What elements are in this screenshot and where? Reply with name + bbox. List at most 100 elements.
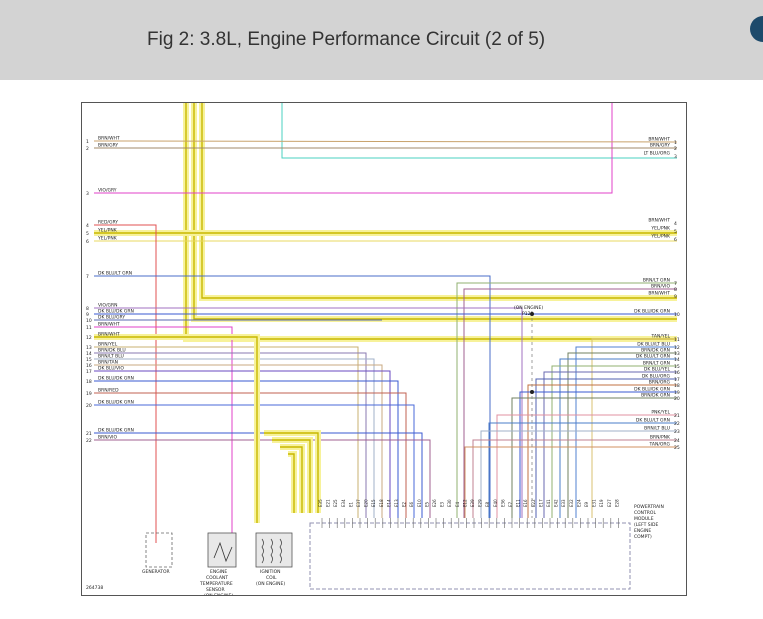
right-wire-label-7: BRN/LT GRN xyxy=(643,278,670,284)
left-wire-num-5: 5 xyxy=(86,231,89,237)
left-wire-num-20: 20 xyxy=(86,403,92,409)
pcm-pin-E11: E11 xyxy=(516,499,521,507)
wire-left-18 xyxy=(94,380,399,518)
right-wire-label-21: PNK/YEL xyxy=(651,410,670,416)
connector-id: P129 xyxy=(522,311,533,317)
pcm-box xyxy=(309,522,631,590)
wire-right-17 xyxy=(535,378,677,518)
left-wire-label-14: BRN/DK BLU xyxy=(98,348,126,354)
pcm-pin-E42: E42 xyxy=(554,499,559,507)
wire-right-16 xyxy=(543,371,677,518)
pcm-pin-E26: E26 xyxy=(432,499,437,507)
pcm-label-1: POWERTRAIN xyxy=(634,504,664,510)
wire-coil-a xyxy=(264,432,319,513)
generator-box xyxy=(145,532,173,568)
right-wire-num-1: 1 xyxy=(674,140,677,146)
wire-brn-lt-grn xyxy=(456,282,677,518)
pcm-pin-E15: E15 xyxy=(371,499,376,507)
right-wire-label-16: DK BLU/YEL xyxy=(644,367,671,373)
coil-winding-1 xyxy=(270,538,273,564)
left-wire-label-15: BRN/LT BLU xyxy=(98,354,124,360)
wire-bus-1-glow xyxy=(183,103,677,342)
wire-vio-gry xyxy=(94,103,613,194)
wire-coil-d-glow xyxy=(288,451,297,513)
right-wire-label-25: TAN/ORG xyxy=(648,442,670,448)
left-wire-num-15: 15 xyxy=(86,357,92,363)
pcm-pin-E13: E13 xyxy=(394,499,399,507)
right-wire-label-5: YEL/PNK xyxy=(650,226,671,232)
right-wire-num-6: 6 xyxy=(674,237,677,243)
left-wire-label-7: DK BLU/LT GRN xyxy=(98,271,132,277)
pcm-label-5: ENGINE xyxy=(634,528,651,534)
right-wire-num-3: 3 xyxy=(674,154,677,160)
wire-right-20 xyxy=(511,397,677,518)
left-wire-num-21: 21 xyxy=(86,431,92,437)
wire-bus-2-glow xyxy=(191,103,677,322)
wire-coil-d xyxy=(288,453,295,513)
right-wire-label-18: BRN/ORG xyxy=(649,380,671,386)
right-wire-num-25: 25 xyxy=(674,445,680,451)
ect-label-3: TEMPERATURE xyxy=(199,581,233,587)
right-wire-num-21: 21 xyxy=(674,413,680,419)
pcm-pin-E22: E22 xyxy=(531,499,536,507)
wire-right-11 xyxy=(591,338,677,518)
pcm-pin-E3: E3 xyxy=(440,501,445,507)
pcm-pin-E2: E2 xyxy=(402,501,407,507)
wire-dk-blu-lt-grn xyxy=(94,275,491,518)
left-wire-label-10: DK BLU/GRY xyxy=(98,315,125,321)
wire-left-17 xyxy=(94,370,391,518)
right-wire-num-5: 5 xyxy=(674,229,677,235)
right-wire-num-15: 15 xyxy=(674,364,680,370)
right-wire-label-12: DK BLU/LT BLU xyxy=(637,342,670,348)
left-wire-label-9: DK BLU/DK GRN xyxy=(98,309,134,315)
left-wire-num-12: 12 xyxy=(86,335,92,341)
left-wire-num-9: 9 xyxy=(86,312,89,318)
right-wire-num-4: 4 xyxy=(674,221,677,227)
left-wire-num-11: 11 xyxy=(86,325,92,331)
left-wire-label-18: DK BLU/DK GRN xyxy=(98,376,134,382)
wire-left-20 xyxy=(94,404,415,518)
right-wire-num-2: 2 xyxy=(674,146,677,152)
corner-circle-icon xyxy=(750,16,763,42)
ect-label-1: ENGINE xyxy=(210,569,227,575)
pcm-pin-E35: E35 xyxy=(318,499,323,507)
pcm-pin-E10: E10 xyxy=(417,499,422,507)
right-wire-label-9: BRN/WHT xyxy=(648,291,670,297)
pcm-pin-E31: E31 xyxy=(592,499,597,507)
coil-label-2: COIL xyxy=(266,575,277,581)
left-wire-label-17: DK BLU/VIO xyxy=(98,366,124,372)
right-wire-num-11: 11 xyxy=(674,337,680,343)
left-wire-num-6: 6 xyxy=(86,239,89,245)
wire-right-23 xyxy=(480,430,677,518)
right-wire-label-15: BRN/LT GRN xyxy=(643,361,670,367)
junction-dot-2 xyxy=(530,390,534,394)
wire-left-22 xyxy=(94,439,431,518)
left-wire-num-14: 14 xyxy=(86,351,92,357)
wire-left-14 xyxy=(94,352,367,518)
pcm-label-6: COMPT) xyxy=(634,534,652,540)
pcm-label-2: CONTROL xyxy=(634,510,656,516)
left-wire-num-19: 19 xyxy=(86,391,92,397)
pcm-pin-E37: E37 xyxy=(356,499,361,507)
pcm-pin-E4: E4 xyxy=(455,501,460,507)
left-wire-num-16: 16 xyxy=(86,363,92,369)
left-wire-num-4: 4 xyxy=(86,223,89,229)
pcm-pin-E17: E17 xyxy=(538,499,543,507)
pcm-pin-E18: E18 xyxy=(379,499,384,507)
pcm-pin-E29: E29 xyxy=(478,499,483,507)
pcm-pin-E36: E36 xyxy=(500,499,505,507)
left-wire-label-3: VIO/GRY xyxy=(98,188,117,194)
pcm-pin-E16: E16 xyxy=(523,499,528,507)
right-wire-num-8: 8 xyxy=(674,287,677,293)
right-wire-label-14: DK BLU/LT GRN xyxy=(636,354,670,360)
wire-right-24 xyxy=(472,439,677,518)
wire-right-19 xyxy=(519,391,677,518)
wire-right-13 xyxy=(567,352,677,518)
pcm-pin-E40: E40 xyxy=(493,499,498,507)
left-wire-label-6: YEL/PNK xyxy=(97,236,118,242)
pcm-pin-E5: E5 xyxy=(424,501,429,507)
left-wire-label-12: BRN/WHT xyxy=(98,332,120,338)
left-wire-num-7: 7 xyxy=(86,274,89,280)
right-wire-label-13: BRN/DK GRN xyxy=(641,348,670,354)
wire-left-13 xyxy=(94,346,359,518)
